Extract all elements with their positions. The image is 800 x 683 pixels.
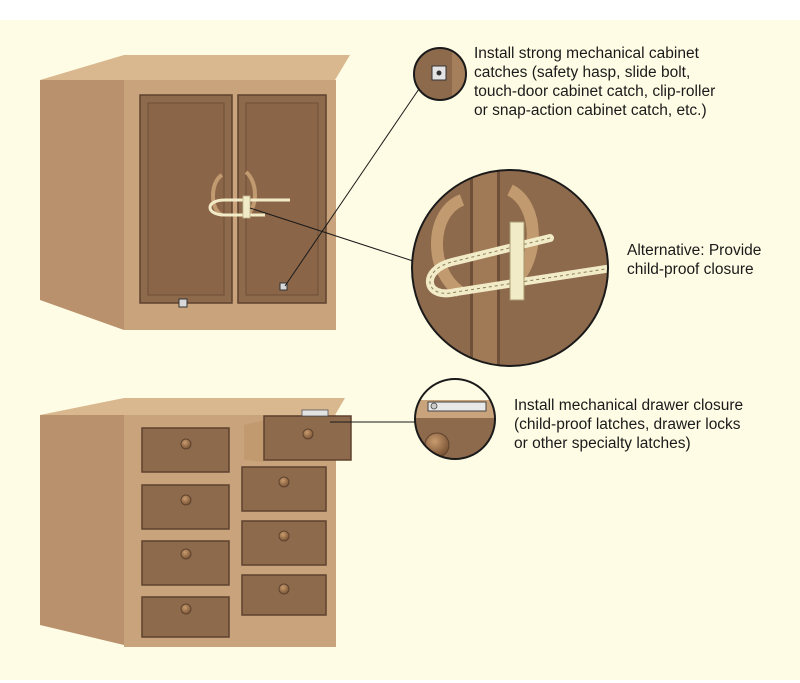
upper-cabinet-side: [40, 80, 124, 330]
callout-child-proof-closure: Alternative: Provide child-proof closure: [627, 241, 761, 279]
dresser-top: [40, 398, 345, 415]
callout-cabinet-catch-line-3: touch-door cabinet catch, clip-roller: [474, 83, 716, 100]
small-u-latch: [208, 198, 290, 217]
callout-cabinet-catch-line-1: Install strong mechanical cabinet: [474, 45, 699, 62]
drawer-right-2: [241, 466, 327, 512]
callout-cabinet-catch: Install strong mechanical cabinet catche…: [474, 44, 715, 120]
dresser-side: [40, 415, 124, 645]
drawer-knobs: [180, 428, 314, 615]
drawer-left-4: [141, 596, 230, 638]
callout-drawer-closure-line-3: or other specialty latches): [514, 435, 691, 452]
drawer-left-2: [141, 484, 230, 530]
drawer-left-3: [141, 540, 230, 586]
upper-cabinet-top: [40, 55, 350, 80]
drawer-right-4: [241, 574, 327, 616]
callout-cabinet-catch-line-2: catches (safety hasp, slide bolt,: [474, 64, 691, 81]
callout-cabinet-catch-line-4: or snap-action cabinet catch, etc.): [474, 102, 707, 119]
drawer-latch-icon: [427, 401, 487, 412]
left-door-catch: [178, 298, 188, 308]
right-door-catch: [279, 282, 288, 291]
drawer-latch-small: [301, 409, 329, 417]
callout-drawer-closure: Install mechanical drawer closure (child…: [514, 396, 743, 453]
magnified-left-handle: [431, 194, 465, 297]
drawer-right-3: [241, 520, 327, 566]
drawer-right-1-open-side: [244, 420, 264, 462]
small-u-latch-body: [242, 195, 251, 219]
drawer-magnifier: [414, 378, 496, 460]
upper-cabinet: [40, 55, 350, 330]
callout-drawer-closure-line-2: (child-proof latches, drawer locks: [514, 416, 741, 433]
drawer-left-1: [141, 427, 230, 473]
callout-child-proof-line-2: child-proof closure: [627, 261, 754, 278]
callout-child-proof-line-1: Alternative: Provide: [627, 242, 762, 259]
dresser: [40, 398, 352, 647]
catch-magnifier: [413, 47, 467, 101]
leader-line-catch: [284, 85, 422, 287]
latch-magnifier: [411, 169, 609, 367]
leader-line-latch: [249, 207, 414, 262]
callout-drawer-closure-line-1: Install mechanical drawer closure: [514, 397, 744, 414]
latch-lock-block: [509, 221, 525, 301]
